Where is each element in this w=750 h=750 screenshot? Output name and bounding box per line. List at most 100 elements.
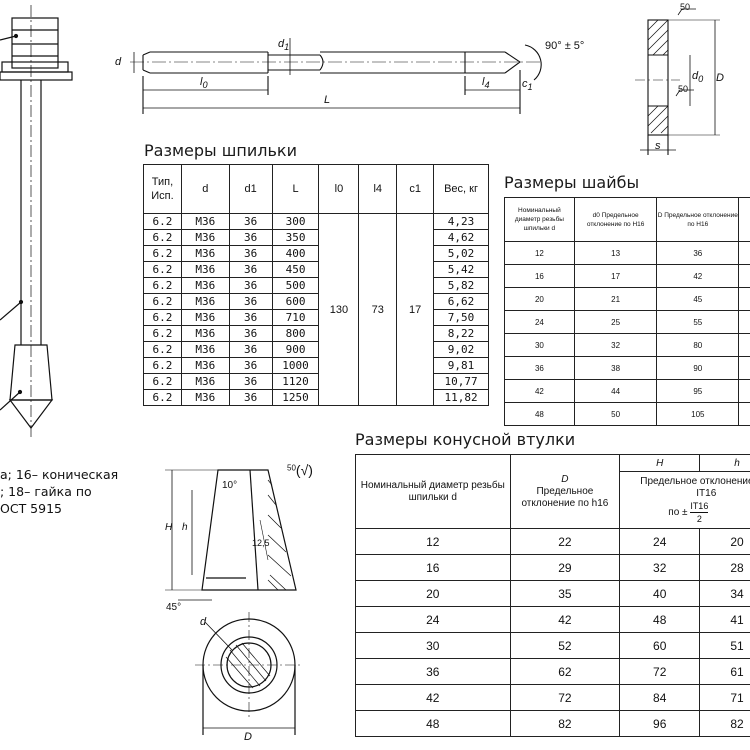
table-cell — [738, 379, 750, 403]
table-cell: 32 — [619, 554, 701, 581]
table-cell: 6.2 — [143, 229, 182, 246]
cone-angle45-label: 45° — [166, 602, 182, 613]
table-cell: 36 — [228, 357, 273, 374]
merged-l0-cell: 130 — [318, 213, 360, 406]
table-cell: 17 — [573, 264, 658, 288]
table-cell: 500 — [271, 277, 320, 294]
table-cell: 450 — [271, 261, 320, 278]
table-cell: 36 — [228, 245, 273, 262]
table-cell: 900 — [271, 341, 320, 358]
washer-table-title: Размеры шайбы — [504, 173, 640, 192]
cone-radius-label: 12,5 — [252, 538, 270, 548]
table-cell — [738, 264, 750, 288]
table-cell: 710 — [271, 309, 320, 326]
weight-cell: 10,77 — [433, 373, 489, 390]
table-cell: 42 — [509, 606, 621, 633]
table-cell: 32 — [573, 333, 658, 357]
table-cell: 1000 — [271, 357, 320, 374]
weight-cell: 8,22 — [433, 325, 489, 342]
table-cell: 1250 — [271, 389, 320, 406]
table-cell: 30 — [355, 632, 511, 659]
table-cell: 6.2 — [143, 341, 182, 358]
table-cell: 72 — [619, 658, 701, 685]
weight-cell: 4,62 — [433, 229, 489, 246]
table-cell: 600 — [271, 293, 320, 310]
table-cell: 36 — [228, 325, 273, 342]
header-d1: d1 — [228, 164, 273, 214]
washer-rough-top: 50 — [680, 2, 691, 12]
table-cell: 25 — [573, 310, 658, 334]
table-cell: 34 — [699, 580, 750, 607]
stud-assembly-drawing — [0, 5, 73, 440]
table-cell: 6.2 — [143, 357, 182, 374]
table-cell: 36 — [355, 658, 511, 685]
table-cell: 20 — [699, 528, 750, 555]
table-cell: M36 — [180, 277, 230, 294]
table-cell: M36 — [180, 229, 230, 246]
stud-l4-label: l4 — [482, 76, 490, 91]
table-cell: 80 — [656, 333, 740, 357]
table-cell: 24 — [504, 310, 575, 334]
table-cell: 71 — [699, 684, 750, 711]
washer-D-label: D — [716, 72, 724, 84]
table-cell: 36 — [228, 389, 273, 406]
merged-c1-cell: 17 — [396, 213, 435, 406]
table-cell: M36 — [180, 309, 230, 326]
table-cell: 16 — [355, 554, 511, 581]
cone-d-label: d — [200, 616, 207, 628]
table-cell: 48 — [355, 710, 511, 737]
table-cell — [738, 402, 750, 426]
table-cell: 62 — [509, 658, 621, 685]
table-cell: M36 — [180, 357, 230, 374]
table-cell: 20 — [355, 580, 511, 607]
washer-d0-label: d0 — [692, 70, 704, 85]
header-l0: l0 — [318, 164, 360, 214]
table-cell: 96 — [619, 710, 701, 737]
stud-table-title: Размеры шпильки — [144, 141, 297, 160]
washer-s-label: s — [655, 140, 661, 152]
header-d: d — [180, 164, 230, 214]
table-cell: 300 — [271, 213, 320, 230]
weight-cell: 9,02 — [433, 341, 489, 358]
table-cell: 82 — [699, 710, 750, 737]
header-c1: c1 — [396, 164, 435, 214]
weight-cell: 7,50 — [433, 309, 489, 326]
table-cell: 60 — [619, 632, 701, 659]
weight-cell: 9,81 — [433, 357, 489, 374]
cone-D-label: D — [244, 731, 252, 743]
cone-roughness-label: 50(√) — [287, 462, 313, 478]
table-cell: 36 — [228, 277, 273, 294]
table-cell: 6.2 — [143, 213, 182, 230]
header-l4: l4 — [358, 164, 398, 214]
table-cell: M36 — [180, 341, 230, 358]
cone-header-h: h — [699, 454, 750, 472]
table-cell: 36 — [504, 356, 575, 380]
header-L: L — [271, 164, 320, 214]
table-cell: 42 — [504, 379, 575, 403]
table-cell: 36 — [656, 241, 740, 265]
table-cell: 42 — [656, 264, 740, 288]
table-cell: 82 — [509, 710, 621, 737]
table-cell: M36 — [180, 389, 230, 406]
table-cell: 36 — [228, 213, 273, 230]
table-cell: 22 — [509, 528, 621, 555]
table-cell: 350 — [271, 229, 320, 246]
